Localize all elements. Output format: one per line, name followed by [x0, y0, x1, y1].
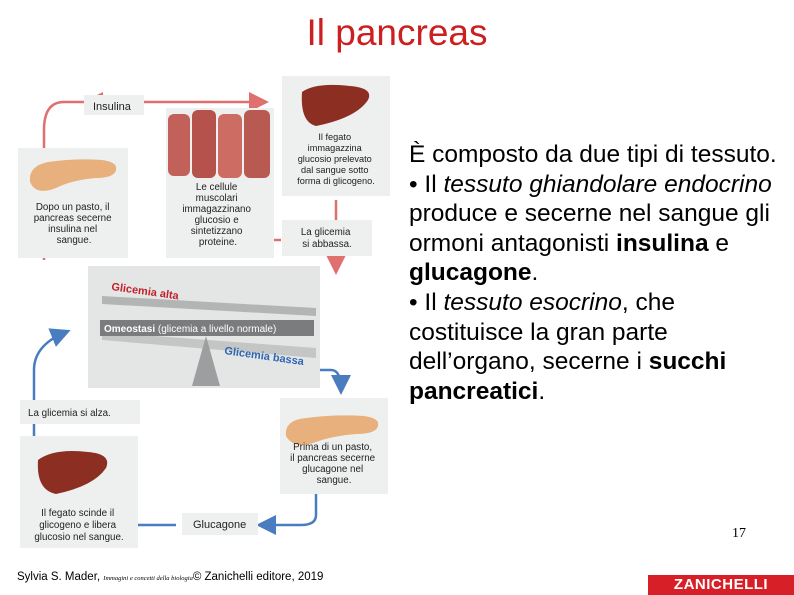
balance-beam-low: [102, 332, 316, 358]
bullet-endocrine: • Il tessuto ghiandolare endocrino produ…: [409, 170, 772, 287]
glicemia-alza-label: La glicemia si alza.: [28, 408, 111, 419]
dopo-pasto-line-4: sangue.: [57, 235, 92, 246]
fegato-top-line-1: Il fegato: [318, 132, 351, 142]
page-number: 17: [732, 526, 746, 541]
cellule-line-2: muscolari: [196, 193, 238, 204]
svg-text:La glicemia si abbassa.: La glicemia si abbassa.: [301, 227, 353, 250]
fegato-top-line-3: glucosio prelevato: [298, 154, 372, 164]
svg-text:Prima di un pasto, il panc: Prima di un pasto, il pancreas secerne g…: [290, 442, 378, 486]
glicemia-abbassa-line-2: si abbassa.: [302, 239, 352, 250]
intro-text: È composto da due tipi di tessuto.: [409, 141, 777, 168]
insulin-arrow-top: [42, 92, 103, 260]
cellule-line-4: glucosio e: [195, 215, 240, 226]
fegato-top-line-5: forma di glicogeno.: [297, 176, 375, 186]
glicemia-abbassa-box: [282, 220, 372, 256]
dopo-pasto-line-2: pancreas secerne: [34, 213, 112, 224]
liver-bottom-icon: [37, 451, 108, 494]
insulina-label-box: [84, 95, 144, 115]
omeostasi-bar: [100, 320, 314, 336]
pancreas-top-icon: [29, 159, 117, 191]
pancreas-bottom-panel: [280, 398, 388, 494]
balance-fulcrum: [192, 336, 220, 386]
fegato-top-line-2: immagazzina: [308, 143, 363, 153]
fegato-bottom-line-2: glicogeno e libera: [39, 520, 116, 531]
svg-text:Il fegato immagazzina: Il fegato immagazzina glucosio prelevato…: [297, 132, 375, 186]
cellule-line-5: sintetizzano: [191, 226, 243, 237]
fegato-bottom-line-3: glucosio nel sangue.: [34, 532, 123, 543]
svg-text:Le cellule muscolari i: Le cellule muscolari immagazzinano gluco…: [182, 182, 253, 248]
prima-pasto-line-2: il pancreas secerne: [290, 453, 376, 464]
prima-pasto-line-1: Prima di un pasto,: [293, 442, 372, 453]
prima-pasto-line-3: glucagone nel: [302, 464, 363, 475]
slide-body: È composto da due tipi di tessuto. • Il …: [409, 140, 781, 406]
svg-text:Dopo un pasto, il pancreas: Dopo un pasto, il pancreas secerne insul…: [34, 202, 115, 246]
zanichelli-logo: ZANICHELLI: [648, 575, 794, 595]
liver-top-icon: [301, 84, 370, 126]
cellule-line-6: proteine.: [199, 237, 237, 248]
prima-pasto-line-4: sangue.: [317, 475, 352, 486]
cellule-line-1: Le cellule: [196, 182, 238, 193]
glucagon-arrow-right: [306, 368, 351, 395]
insulina-label: Insulina: [93, 101, 132, 113]
cellule-line-3: immagazzinano: [182, 204, 251, 215]
slide-title: Il pancreas: [306, 12, 488, 53]
fegato-top-line-4: dal sangue sotto: [301, 165, 368, 175]
footer-credit: Sylvia S. Mader, Immagini e concetti del…: [17, 571, 324, 583]
muscle-cells-icon: [168, 110, 270, 178]
glucagone-label-box: [182, 513, 258, 535]
pancreas-bottom-icon: [285, 415, 379, 445]
dopo-pasto-line-1: Dopo un pasto, il: [36, 202, 110, 213]
bullet-exocrine: • Il tessuto esocrino, che costituisce l…: [409, 288, 727, 405]
glucose-homeostasis-diagram: Insulina Il fegato immagazzina glucosio …: [18, 76, 390, 548]
omeostasi-label: Omeostasi (glicemia a livello normale): [104, 324, 276, 335]
glicemia-alza-box: [20, 400, 140, 424]
fegato-bottom-line-1: Il fegato scinde il: [41, 508, 114, 519]
glucagon-arrow-bottom: [256, 490, 318, 535]
glicemia-abbassa-line-1: La glicemia: [301, 227, 351, 238]
svg-text:Il fegato scinde il glicog: Il fegato scinde il glicogeno e libera g…: [34, 508, 123, 543]
dopo-pasto-line-3: insulina nel: [48, 224, 97, 235]
glucagone-label: Glucagone: [193, 519, 246, 531]
balance-beam-high: [102, 296, 316, 316]
